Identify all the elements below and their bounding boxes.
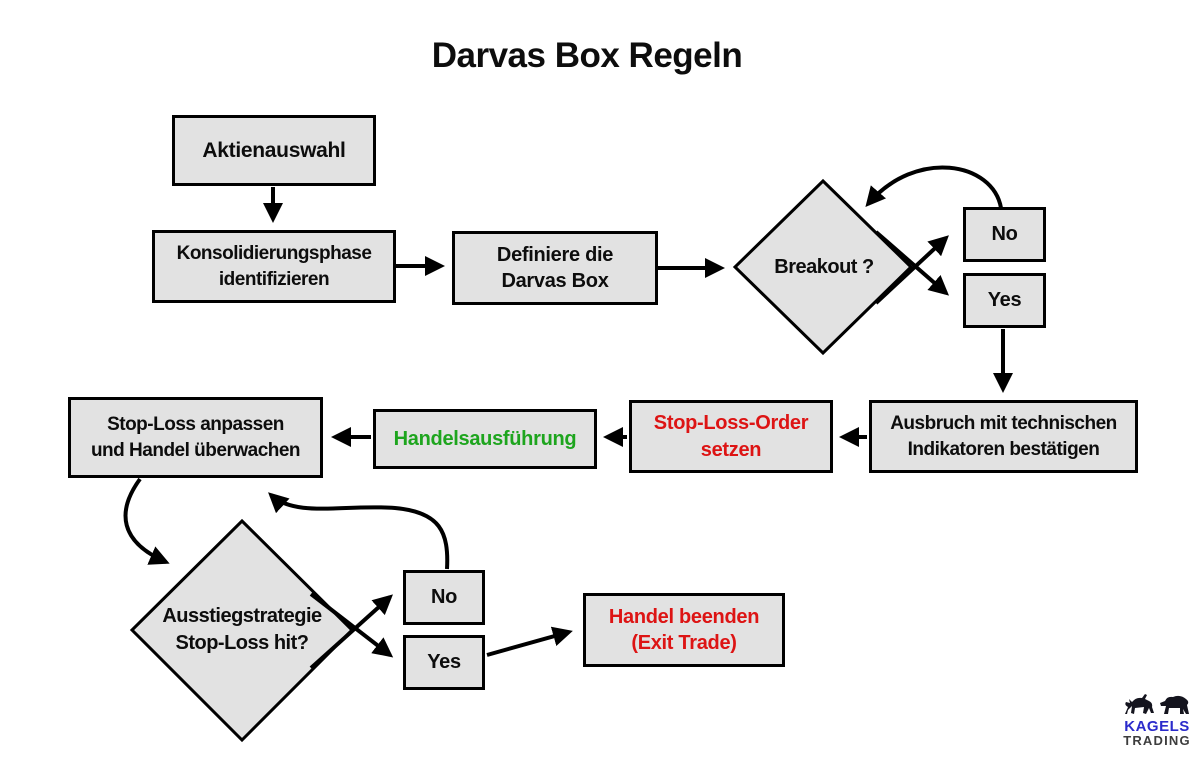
- logo-brand-name: KAGELS: [1124, 718, 1190, 735]
- node-handel-beenden: Handel beenden (Exit Trade): [583, 593, 785, 667]
- exit-strategy-diamond: [129, 518, 355, 743]
- node-definiere-darvas-box: Definiere die Darvas Box: [452, 231, 658, 305]
- exit-strategy-diamond-label: Ausstiegstrategie Stop-Loss hit?: [162, 605, 322, 654]
- breakout-diamond-label: Breakout ?: [774, 255, 874, 278]
- arrow-ausstieg-to-no: [309, 594, 393, 670]
- node-exit-no: No: [403, 570, 485, 625]
- node-handelsausfuehrung: Handelsausführung: [373, 409, 597, 469]
- page-title: Darvas Box Regeln: [431, 36, 743, 75]
- node-stop-loss-order-setzen: Stop-Loss-Order setzen: [629, 400, 833, 473]
- arrow-breakout-to-no: [874, 235, 949, 305]
- node-breakout-yes: Yes: [963, 273, 1046, 328]
- bull-and-bear-icon: [1125, 694, 1189, 714]
- logo-brand-sub: TRADING: [1123, 733, 1191, 748]
- kagels-trading-logo: KAGELS TRADING: [1114, 692, 1200, 749]
- node-stop-loss-anpassen: Stop-Loss anpassen und Handel überwachen: [68, 397, 323, 478]
- arrow-ausstieg-to-yes: [309, 592, 394, 658]
- arrow-no-loop-to-breakout: [865, 165, 1003, 209]
- arrow-breakout-to-yes: [874, 230, 950, 296]
- node-konsolidierungsphase: Konsolidierungsphase identifizieren: [152, 230, 396, 303]
- node-ausbruch-bestaetigen: Ausbruch mit technischen Indikatoren bes…: [869, 400, 1138, 473]
- arrow-anpassen-to-ausstieg: [123, 477, 170, 565]
- node-aktienauswahl: Aktienauswahl: [172, 115, 376, 186]
- arrow-yes-to-handelbeenden: [486, 626, 573, 657]
- arrow-exitno-loop-to-anpassen: [268, 492, 450, 570]
- node-breakout-no: No: [963, 207, 1046, 262]
- node-exit-yes: Yes: [403, 635, 485, 690]
